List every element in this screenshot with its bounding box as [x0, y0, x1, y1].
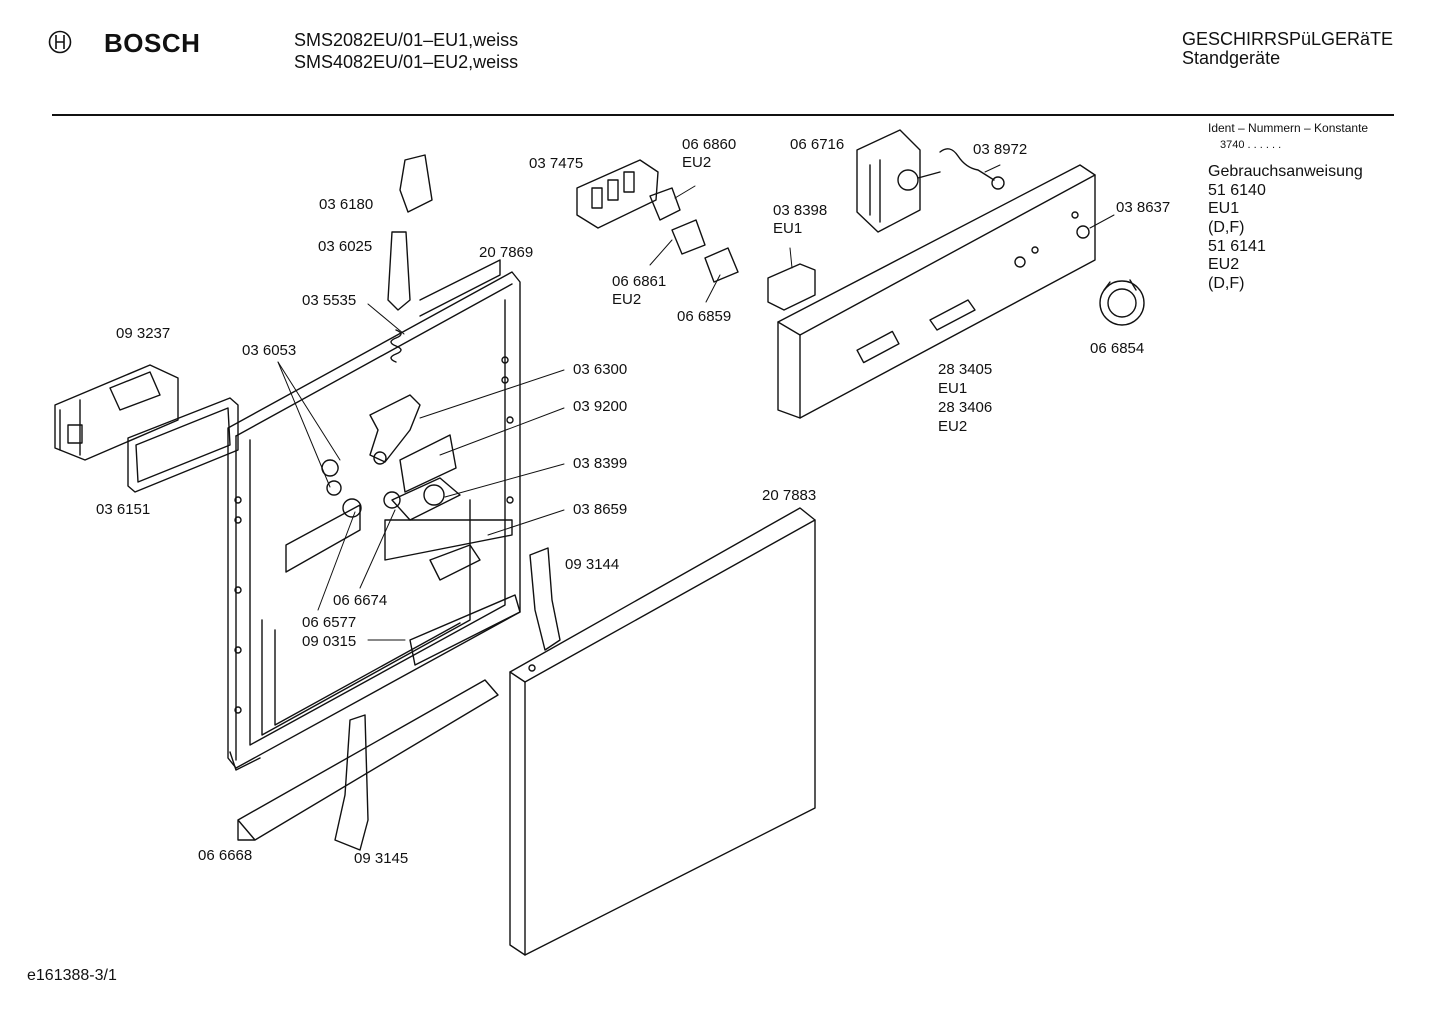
model-line-2: SMS4082EU/01–EU2,weiss — [294, 52, 519, 72]
part-036151: 03 6151 — [96, 501, 151, 518]
brand-name: BOSCH — [104, 28, 201, 58]
lamp-connector — [991, 176, 1005, 190]
hinge-bracket-lower — [334, 714, 369, 851]
part-066861: 06 6861 — [612, 273, 667, 290]
part-036300: 03 6300 — [573, 361, 628, 378]
category-line-2: Standgeräte — [1182, 48, 1281, 68]
hinge-bracket-right — [529, 547, 561, 651]
manual-variant-eu1: EU1 — [1208, 200, 1240, 217]
part-035535: 03 5535 — [302, 292, 357, 309]
manual-number-eu1: 51 6140 — [1208, 182, 1266, 199]
program-knob — [1099, 279, 1145, 326]
part-038972: 03 8972 — [973, 141, 1028, 158]
door-latch-housing — [54, 364, 179, 461]
part-036180: 03 6180 — [319, 196, 374, 213]
part-066577: 06 6577 — [302, 614, 357, 631]
part-038399: 03 8399 — [573, 455, 628, 472]
manual-lang-eu1: (D,F) — [1208, 219, 1245, 236]
part-066716: 06 6716 — [790, 136, 845, 153]
outer-door-panel — [509, 507, 816, 956]
part-038637: 03 8637 — [1116, 199, 1171, 216]
part-038398-variant: EU1 — [773, 220, 803, 237]
latch-seal-gasket — [127, 397, 239, 493]
bosch-logo-icon — [48, 30, 72, 54]
header-divider — [52, 114, 1394, 116]
manual-number-eu2: 51 6141 — [1208, 238, 1266, 255]
ident-value: 3740 . . . . . . — [1220, 139, 1282, 151]
model-line-1: SMS2082EU/01–EU1,weiss — [294, 30, 519, 50]
part-090315: 09 0315 — [302, 633, 357, 650]
part-036025: 03 6025 — [318, 238, 373, 255]
drawing-id: e161388-3/1 — [27, 967, 117, 984]
part-283405: 28 3405 — [938, 361, 993, 378]
inner-door-frame — [227, 259, 521, 771]
part-283406-variant: EU2 — [938, 418, 968, 435]
part-207869: 20 7869 — [479, 244, 534, 261]
manual-title: Gebrauchsanweisung — [1208, 163, 1363, 180]
part-066861-variant: EU2 — [612, 291, 642, 308]
part-207883: 20 7883 — [762, 487, 817, 504]
bottom-rail — [237, 679, 499, 841]
part-066860-variant: EU2 — [682, 154, 712, 171]
control-panel-fascia — [777, 164, 1096, 419]
leader-lines — [277, 164, 1115, 641]
part-038659: 03 8659 — [573, 501, 628, 518]
part-036053: 03 6053 — [242, 342, 297, 359]
part-093237: 09 3237 — [116, 325, 171, 342]
part-066668: 06 6668 — [198, 847, 253, 864]
programme-timer — [856, 129, 941, 233]
category-line-1: GESCHIRRSPüLGERäTE — [1182, 29, 1394, 49]
part-093145: 09 3145 — [354, 850, 409, 867]
door-switch-block — [767, 263, 816, 311]
part-066860: 06 6860 — [682, 136, 737, 153]
manual-variant-eu2: EU2 — [1208, 256, 1240, 273]
part-037475: 03 7475 — [529, 155, 584, 172]
part-066854: 06 6854 — [1090, 340, 1145, 357]
lower-bracket-rail — [409, 594, 521, 666]
part-283406: 28 3406 — [938, 399, 993, 416]
lamp-cable — [939, 148, 995, 181]
switch-block-and-rockers — [576, 159, 739, 283]
manual-lang-eu2: (D,F) — [1208, 275, 1245, 292]
part-038398: 03 8398 — [773, 202, 828, 219]
part-066859: 06 6859 — [677, 308, 732, 325]
indicator-lamp — [1076, 225, 1090, 239]
part-039200: 03 9200 — [573, 398, 628, 415]
part-066674: 06 6674 — [333, 592, 388, 609]
part-093144: 09 3144 — [565, 556, 620, 573]
hinge-lever-assembly — [321, 394, 513, 581]
part-283405-variant: EU1 — [938, 380, 968, 397]
ident-title: Ident – Nummern – Konstante — [1208, 121, 1369, 135]
spring-and-clip-parts — [387, 154, 433, 363]
